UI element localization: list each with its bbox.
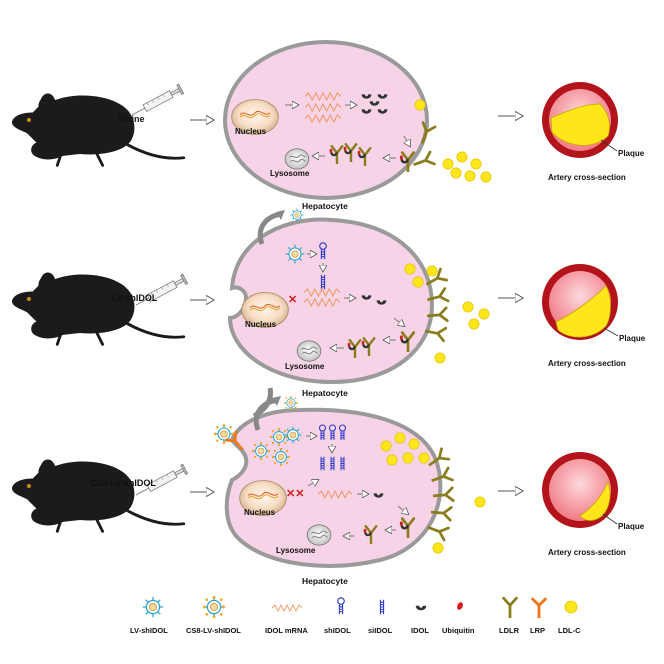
lysosome-label: Lysosome xyxy=(285,362,325,371)
flow-arrow xyxy=(397,505,408,514)
ldl-c-icon xyxy=(414,99,426,111)
plaque xyxy=(555,285,611,338)
legend-label-ldl-c: LDL-C xyxy=(558,626,581,635)
ldl-c-icon xyxy=(478,308,490,320)
ldl-c-icon xyxy=(404,263,416,275)
lysosome xyxy=(306,524,332,546)
treatment-label: CS8-LV-shIDOL xyxy=(90,478,156,488)
siidol-icon xyxy=(379,599,385,615)
blocked-mark-icon: ✕✕ xyxy=(286,488,304,500)
lysosome-label: Lysosome xyxy=(276,546,316,555)
ldl-c-icon xyxy=(470,158,482,170)
mouse-icon xyxy=(10,271,186,346)
lysosome xyxy=(296,340,322,362)
ldl-c-icon xyxy=(394,432,406,444)
ldl-c-icon xyxy=(468,318,480,330)
row-cs8-lv-shidol: CS8-LV-shIDOL Nucleus ✕✕ Lysosom xyxy=(10,387,645,586)
ldl-c-icon xyxy=(564,600,578,614)
ldl-c-icon xyxy=(418,452,430,464)
endocytosis-arrow-head xyxy=(276,210,285,220)
row-lv-shidol: LV-shIDOL Nucleus ✕ Lysosome xyxy=(10,208,646,398)
ldl-c-icon xyxy=(462,301,474,313)
legend-label-ldlr: LDLR xyxy=(499,626,520,635)
cs8-lv-shidol-particle xyxy=(284,396,298,410)
ldl-c-icon xyxy=(402,452,414,464)
lv-shidol-particle xyxy=(290,208,304,222)
legend-label-siidol: siIDOL xyxy=(368,626,393,635)
plaque-pointer xyxy=(603,327,619,337)
lysosome xyxy=(284,148,310,170)
ldl-c-icon xyxy=(380,440,392,452)
blocked-mark-icon: ✕ xyxy=(288,294,297,306)
siidol-icon xyxy=(340,456,345,471)
nucleus-label: Nucleus xyxy=(235,127,267,136)
legend-label-ubiquitin: Ubiquitin xyxy=(442,626,475,635)
ldl-c-icon xyxy=(426,265,438,277)
siidol-icon xyxy=(320,456,325,471)
lrp-icon xyxy=(531,597,547,618)
hepatocyte-label: Hepatocyte xyxy=(302,388,348,398)
ldl-c-icon xyxy=(442,158,454,170)
ubiquitin-icon xyxy=(456,601,464,611)
ldl-c-icon xyxy=(434,352,446,364)
row-saline: Saline Nucleus Lysosome Hepatocy xyxy=(10,40,645,211)
shidol-icon xyxy=(337,597,345,615)
ldl-c-icon xyxy=(480,171,492,183)
siidol-icon xyxy=(330,456,335,471)
ldlr-icon xyxy=(502,596,518,618)
lysosome-label: Lysosome xyxy=(270,169,310,178)
legend-label-cs8-lv-shidol: CS8-LV-shIDOL xyxy=(186,626,241,635)
plaque-pointer xyxy=(602,513,618,525)
ldl-c-icon xyxy=(464,170,476,182)
artery-label: Artery cross-section xyxy=(548,548,626,557)
cs8-lv-shidol-icon xyxy=(203,596,225,618)
cs8-lv-shidol-particle xyxy=(270,428,288,446)
nucleus-label: Nucleus xyxy=(245,320,277,329)
plaque-label: Plaque xyxy=(618,149,645,158)
ldl-c-icon xyxy=(474,496,486,508)
idol-icon xyxy=(415,605,427,611)
legend-label-idol-mrna: IDOL mRNA xyxy=(265,626,308,635)
idol-mrna-icon xyxy=(272,604,302,612)
legend-label-shidol: shIDOL xyxy=(324,626,351,635)
legend-label-lv-shidol: LV-shIDOL xyxy=(130,626,168,635)
artery-label: Artery cross-section xyxy=(548,173,626,182)
ldl-c-icon xyxy=(450,167,462,179)
treatment-label: LV-shIDOL xyxy=(112,293,158,303)
ldl-c-icon xyxy=(408,438,420,450)
siidol-icon xyxy=(320,274,326,290)
plaque-pointer xyxy=(600,139,618,152)
ldl-c-icon xyxy=(412,276,424,288)
legend: LV-shIDOL CS8-LV-shIDOL IDOL mRNA shIDOL… xyxy=(130,596,581,635)
treatment-label: Saline xyxy=(118,114,145,124)
flow-arrow xyxy=(404,135,410,146)
plaque xyxy=(579,480,611,521)
nucleus-label: Nucleus xyxy=(244,508,276,517)
legend-label-idol: IDOL xyxy=(411,626,429,635)
lv-shidol-particle xyxy=(285,244,305,264)
lv-shidol-particle xyxy=(284,426,302,444)
flow-arrow xyxy=(307,480,318,486)
lv-shidol-icon xyxy=(142,596,164,618)
artery-label: Artery cross-section xyxy=(548,359,626,368)
legend-label-lrp: LRP xyxy=(530,626,545,635)
endocytosis-arrow xyxy=(252,387,273,419)
cs8-lv-shidol-particle xyxy=(272,448,290,466)
ldl-c-icon xyxy=(456,151,468,163)
hepatocyte-label: Hepatocyte xyxy=(302,201,348,211)
ldl-c-icon xyxy=(432,542,444,554)
flow-arrow xyxy=(393,317,404,326)
plaque xyxy=(550,103,610,146)
mouse-icon xyxy=(10,458,186,533)
cs8-lv-shidol-particle xyxy=(252,442,270,460)
ldl-c-icon xyxy=(386,454,398,466)
plaque-label: Plaque xyxy=(618,522,645,531)
plaque-label: Plaque xyxy=(619,334,646,343)
endocytosis-arrow-head xyxy=(272,396,281,406)
hepatocyte-label: Hepatocyte xyxy=(302,576,348,586)
